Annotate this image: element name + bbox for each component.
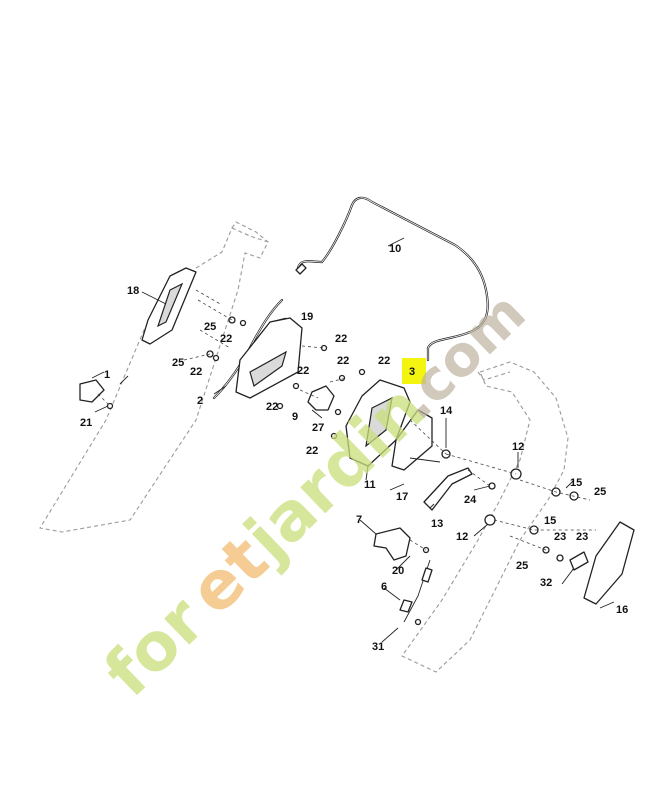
callout-11[interactable]: 11 xyxy=(364,479,376,491)
callout-22-d[interactable]: 22 xyxy=(337,355,349,367)
part-13-lever xyxy=(423,467,473,511)
callout-16[interactable]: 16 xyxy=(616,604,628,616)
callout-31[interactable]: 31 xyxy=(372,641,384,653)
callout-25-b[interactable]: 25 xyxy=(172,357,184,369)
callout-27[interactable]: 27 xyxy=(312,422,324,434)
callout-6[interactable]: 6 xyxy=(381,581,387,593)
part-1-clip xyxy=(79,379,105,403)
cable-10 xyxy=(295,196,489,362)
callout-13[interactable]: 13 xyxy=(431,518,443,530)
callout-32[interactable]: 32 xyxy=(540,577,552,589)
callout-15-upper[interactable]: 15 xyxy=(570,477,582,489)
callout-23-a[interactable]: 23 xyxy=(576,531,588,543)
callout-22-g[interactable]: 22 xyxy=(266,401,278,413)
callout-2[interactable]: 2 xyxy=(197,395,203,407)
callout-20[interactable]: 20 xyxy=(392,565,404,577)
leader-lines xyxy=(91,237,615,643)
callout-22-a[interactable]: 22 xyxy=(220,333,232,345)
callout-22-e[interactable]: 22 xyxy=(378,355,390,367)
callout-12-lower[interactable]: 12 xyxy=(456,531,468,543)
callout-7[interactable]: 7 xyxy=(356,514,362,526)
part-9-knob xyxy=(307,385,335,411)
callout-25-d[interactable]: 25 xyxy=(516,560,528,572)
callout-10[interactable]: 10 xyxy=(389,243,401,255)
callout-23-b[interactable]: 23 xyxy=(554,531,566,543)
callout-1[interactable]: 1 xyxy=(104,369,110,381)
assembly-lines xyxy=(97,289,596,551)
callout-9[interactable]: 9 xyxy=(292,411,298,423)
part-16-grip-cover xyxy=(583,521,635,605)
part-18-grip-cover xyxy=(141,267,197,345)
callout-21[interactable]: 21 xyxy=(80,417,92,429)
callout-22-b[interactable]: 22 xyxy=(190,366,202,378)
callout-22-c[interactable]: 22 xyxy=(335,333,347,345)
callout-22-h[interactable]: 22 xyxy=(306,445,318,457)
callout-3[interactable]: 3 xyxy=(409,366,415,378)
highlight-box xyxy=(402,358,426,384)
part-17-bracket xyxy=(391,409,441,471)
callout-labels: 3 1 2 6 7 9 10 11 12 12 13 14 15 15 16 1… xyxy=(80,243,628,653)
cable-2 xyxy=(212,298,284,400)
part-6-cable-end xyxy=(399,559,433,623)
callout-17[interactable]: 17 xyxy=(396,491,408,503)
callout-25-a[interactable]: 25 xyxy=(204,321,216,333)
watermark-dotcom: .com xyxy=(384,280,538,432)
callout-25-c[interactable]: 25 xyxy=(594,486,606,498)
callout-22-f[interactable]: 22 xyxy=(297,365,309,377)
callout-19[interactable]: 19 xyxy=(301,311,313,323)
part-32-plate xyxy=(569,551,589,571)
part-7-trigger xyxy=(373,527,411,561)
part-19-housing xyxy=(235,317,303,399)
callout-15-lower[interactable]: 15 xyxy=(544,515,556,527)
callout-14[interactable]: 14 xyxy=(440,405,453,417)
callout-12-upper[interactable]: 12 xyxy=(512,441,524,453)
callout-18[interactable]: 18 xyxy=(127,285,139,297)
callout-24[interactable]: 24 xyxy=(464,494,477,506)
